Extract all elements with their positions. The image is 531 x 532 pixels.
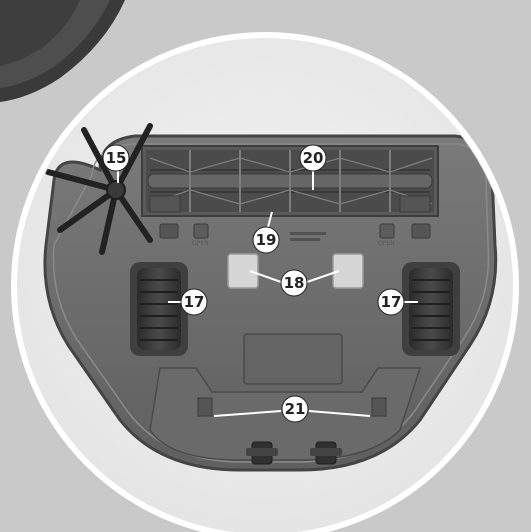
svg-text:21: 21 [285, 400, 306, 418]
open-label-left: OPEN [192, 240, 209, 247]
svg-text:17: 17 [184, 293, 205, 311]
callout-left-wheel: 17 [181, 289, 207, 315]
callout-right-wheel: 17 [378, 289, 404, 315]
svg-text:18: 18 [284, 274, 305, 292]
left-wheel [130, 262, 188, 356]
svg-text:17: 17 [381, 293, 402, 311]
callout-bumper-sensors: 21 [282, 396, 308, 422]
callout-brush-cover: 19 [253, 227, 279, 253]
open-label-right: OPEN [378, 240, 395, 247]
callout-side-brush: 15 [103, 145, 129, 171]
main-brush-compartment [142, 146, 438, 216]
callout-main-brush: 20 [300, 145, 326, 171]
svg-text:19: 19 [256, 231, 277, 249]
svg-text:20: 20 [303, 149, 324, 167]
callout-cliff-sensors: 18 [281, 270, 307, 296]
svg-text:15: 15 [106, 149, 127, 167]
robot-top-shell [0, 0, 125, 102]
battery-cover [244, 334, 342, 384]
right-wheel [402, 262, 460, 356]
cliff-sensor-left [228, 254, 258, 288]
